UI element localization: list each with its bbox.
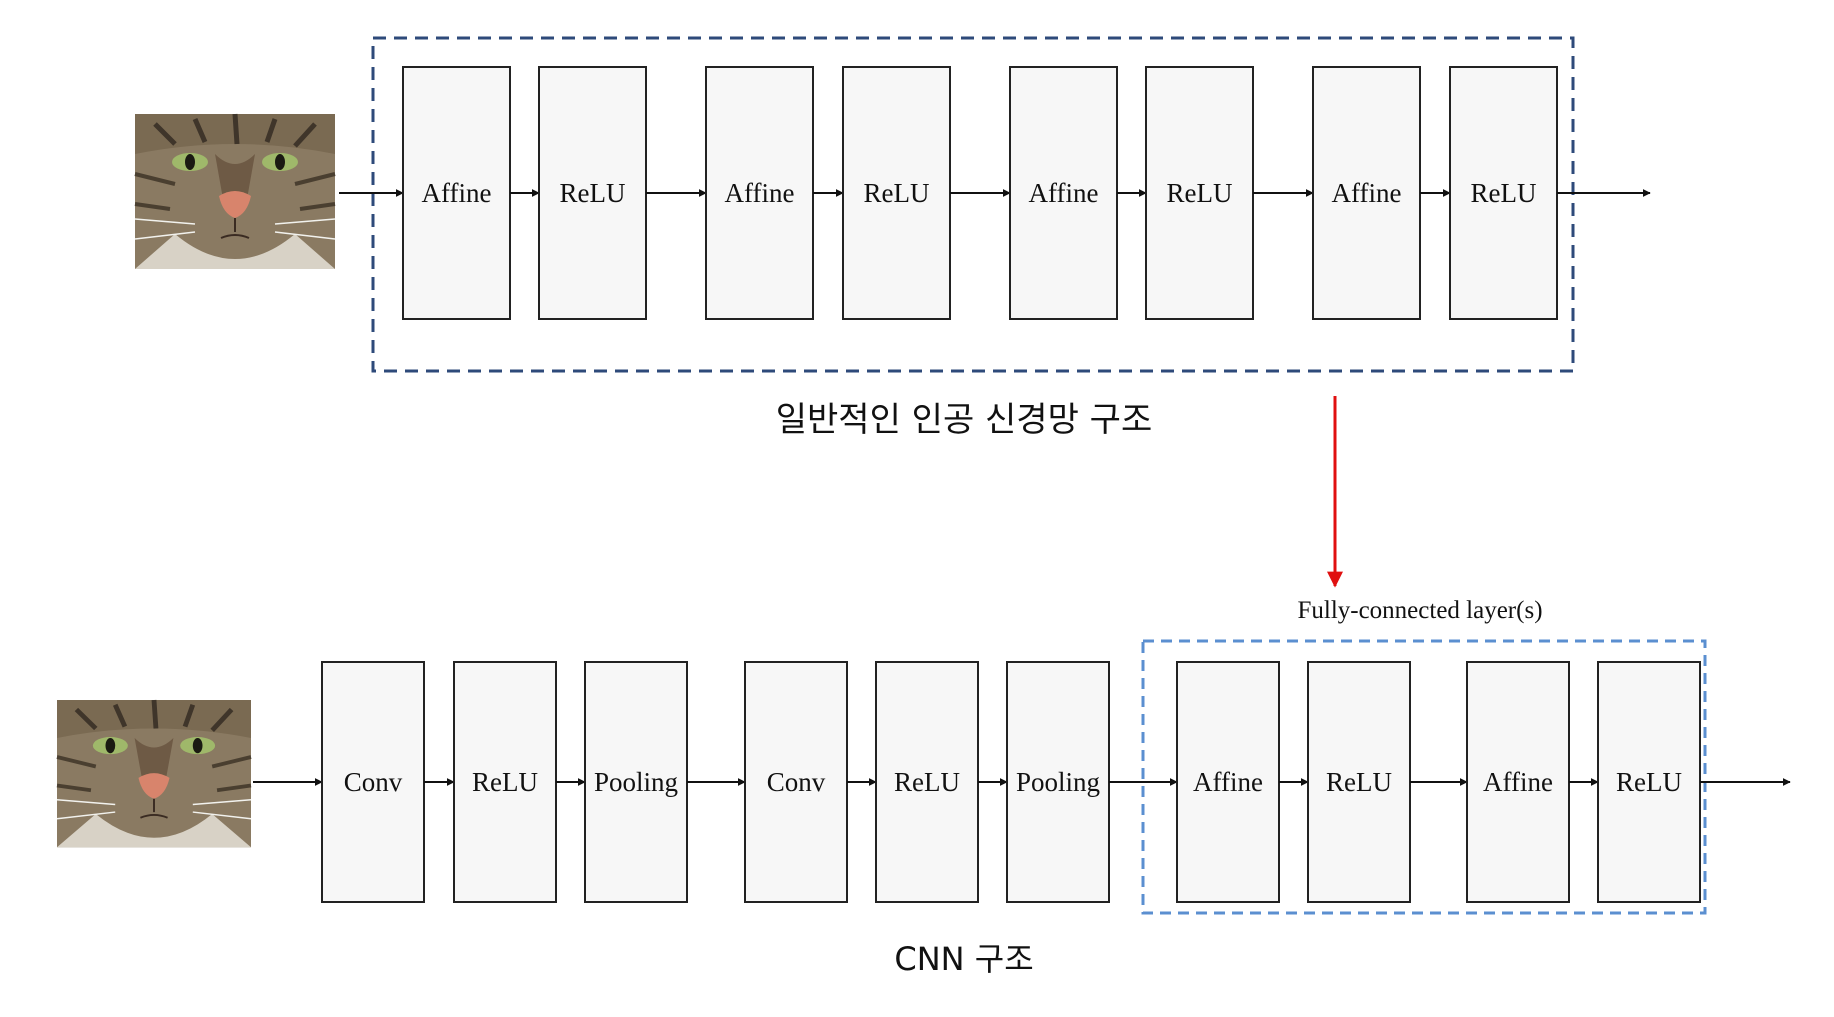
cnn-block-1 (321, 661, 425, 903)
general-nn-block-8 (1449, 66, 1558, 320)
cnn-block-label-1: Conv (344, 767, 403, 797)
cnn-block-label-2: ReLU (472, 767, 538, 797)
general-nn-block-3 (705, 66, 814, 320)
cnn-block-6 (1006, 661, 1110, 903)
cnn-block-7 (1176, 661, 1280, 903)
cnn-block-label-3: Pooling (594, 767, 678, 797)
cnn-blocks: Conv ReLU Pooling Conv ReLU Pooling Affine ReLU… (253, 661, 1791, 903)
fc-dashed-box (1141, 639, 1707, 915)
general-nn-block-6 (1145, 66, 1254, 320)
general-nn-block-label-7: Affine (1332, 178, 1402, 208)
cnn-block-3 (584, 661, 688, 903)
general-nn-block-label-5: Affine (1029, 178, 1099, 208)
general-nn-block-label-2: ReLU (560, 178, 626, 208)
cnn-block-9 (1466, 661, 1570, 903)
cnn-caption: CNN 구조 (894, 940, 1033, 978)
cnn-block-10 (1597, 661, 1701, 903)
general-nn-block-label-8: ReLU (1471, 178, 1537, 208)
cnn-block-label-9: Affine (1483, 767, 1553, 797)
general-nn-dashed-box (371, 36, 1575, 373)
cnn-block-2 (453, 661, 557, 903)
cnn-block-label-4: Conv (767, 767, 826, 797)
cnn-block-label-7: Affine (1193, 767, 1263, 797)
fc-layer-label: Fully-connected layer(s) (1297, 597, 1542, 624)
general-nn-caption: 일반적인 인공 신경망 구조 (776, 400, 1153, 440)
cnn-block-label-8: ReLU (1326, 767, 1392, 797)
general-nn-block-label-1: Affine (422, 178, 492, 208)
cnn-block-4 (744, 661, 848, 903)
general-nn-blocks: Affine ReLU Affine ReLU Affine ReLU Affine ReLU (339, 66, 1651, 320)
cnn-block-label-10: ReLU (1616, 767, 1682, 797)
general-nn-block-label-6: ReLU (1167, 178, 1233, 208)
cnn-block-label-6: Pooling (1016, 767, 1100, 797)
cat-image-bottom (57, 700, 251, 847)
general-nn-block-label-4: ReLU (864, 178, 930, 208)
cnn-block-label-5: ReLU (894, 767, 960, 797)
general-nn-block-5 (1009, 66, 1118, 320)
cat-image-top (135, 114, 335, 269)
general-nn-block-1 (402, 66, 511, 320)
general-nn-block-label-3: Affine (725, 178, 795, 208)
cnn-block-8 (1307, 661, 1411, 903)
